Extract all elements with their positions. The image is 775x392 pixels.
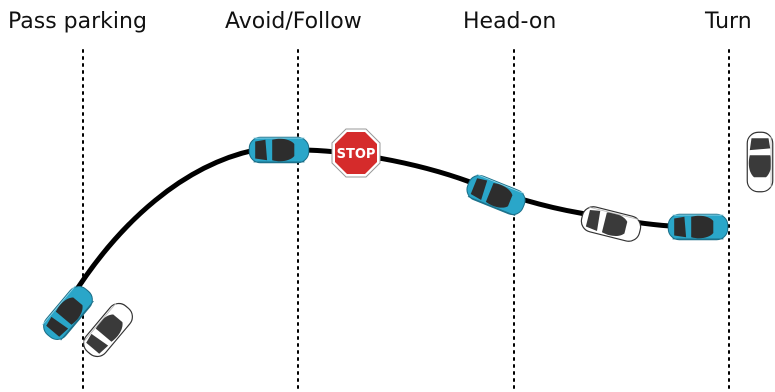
- ego-car-avoid-follow: [249, 137, 309, 163]
- scenario-label-turn: Turn: [704, 9, 752, 34]
- scenario-label-head-on: Head-on: [463, 9, 556, 34]
- scenario-label-avoid-follow: Avoid/Follow: [225, 9, 362, 34]
- other-car-white: [579, 204, 643, 243]
- crossing-car-white: [747, 132, 773, 192]
- scenario-label-pass-parking: Pass parking: [8, 9, 147, 34]
- ego-car-turn: [668, 214, 728, 240]
- stop-sign-text: STOP: [337, 147, 376, 162]
- stop-sign: STOP: [332, 129, 380, 177]
- ego-car-head-on: [464, 172, 529, 218]
